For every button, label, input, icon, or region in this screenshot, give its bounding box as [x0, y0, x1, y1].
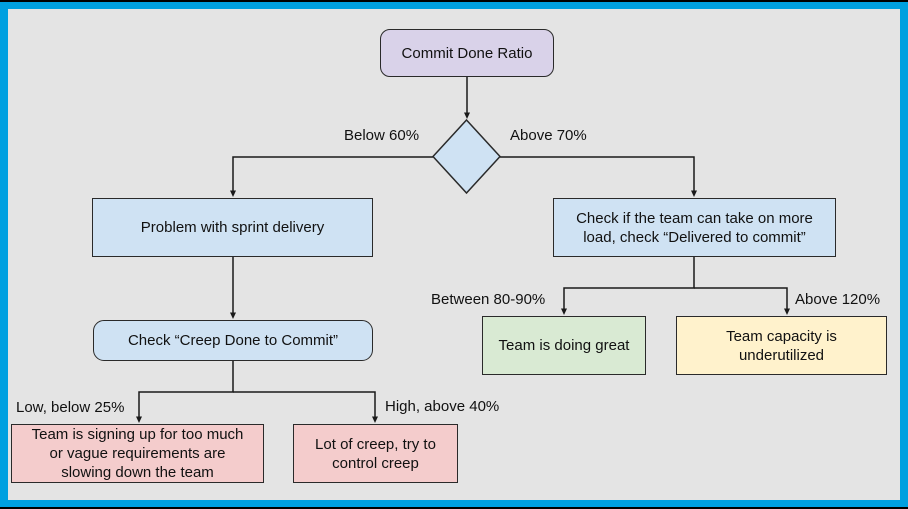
decision-diamond — [431, 118, 502, 195]
edge-check-load-to-underutilized — [694, 287, 790, 315]
top-black-edge — [0, 0, 908, 2]
node-team-signing-up-too-much: Team is signing up for too much or vague… — [11, 424, 264, 483]
edge-label-between-80-90: Between 80-90% — [431, 291, 546, 308]
edge-label-below-60: Below 60% — [344, 127, 420, 144]
node-team-doing-great: Team is doing great — [482, 316, 646, 375]
edge-label-high-above-40: High, above 40% — [385, 398, 500, 415]
edge-check-creep-to-too-much — [136, 361, 234, 423]
node-lot-of-creep: Lot of creep, try to control creep — [293, 424, 458, 483]
edge-label-above-70: Above 70% — [510, 127, 587, 144]
edge-check-load-to-great — [561, 257, 695, 315]
node-check-creep-done-to-commit: Check “Creep Done to Commit” — [93, 320, 373, 361]
node-check-team-take-more-load: Check if the team can take on more load,… — [553, 198, 836, 257]
node-commit-done-ratio: Commit Done Ratio — [380, 29, 554, 77]
edge-decision-to-check-load — [500, 156, 697, 197]
edge-decision-to-problem — [230, 156, 433, 197]
edge-label-above-120: Above 120% — [795, 291, 881, 308]
node-problem-with-sprint-delivery: Problem with sprint delivery — [92, 198, 373, 257]
edge-check-creep-to-lot-creep — [233, 391, 378, 423]
edge-label-low-below-25: Low, below 25% — [16, 399, 125, 416]
bottom-black-edge — [0, 507, 908, 509]
node-team-capacity-underutilized: Team capacity is underutilized — [676, 316, 887, 375]
